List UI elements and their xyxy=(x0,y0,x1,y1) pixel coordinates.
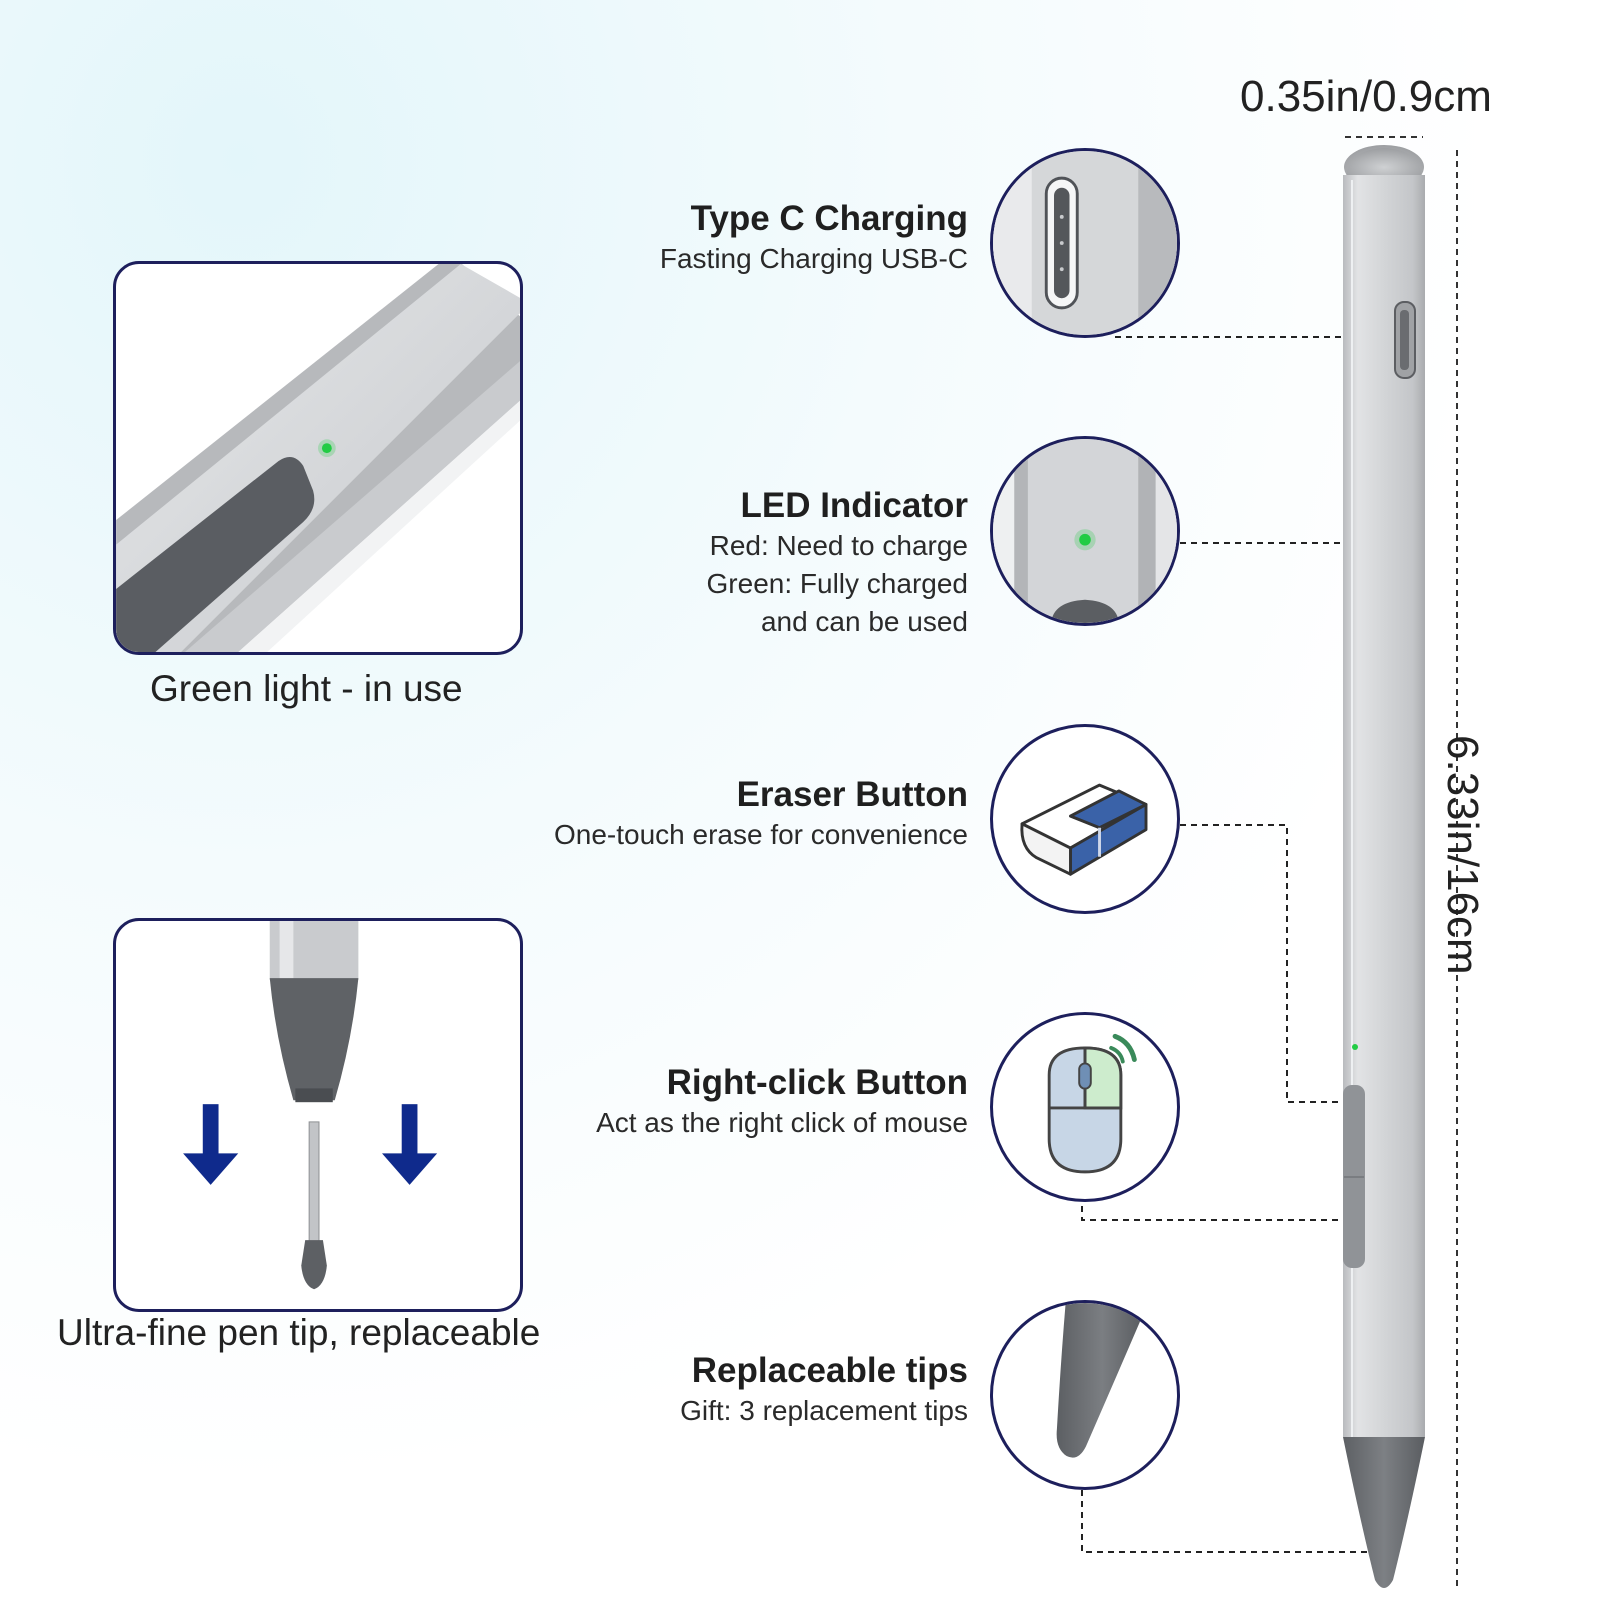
tip-replace-illustration xyxy=(183,921,438,1290)
feature-title: Replaceable tips xyxy=(691,1351,968,1390)
down-arrow-icon xyxy=(382,1104,438,1185)
feature-title: Type C Charging xyxy=(690,199,968,238)
feature-desc: Gift: 3 replacement tips xyxy=(680,1395,968,1426)
feature-desc: Fasting Charging USB-C xyxy=(659,243,968,274)
green-led-icon xyxy=(321,443,332,454)
led-light-icon xyxy=(993,439,1177,623)
feature-title: Eraser Button xyxy=(736,775,968,814)
eraser-icon xyxy=(1020,783,1148,876)
width-label: 0.35in/0.9cm xyxy=(1240,72,1492,121)
pen-tip-icon xyxy=(1056,1303,1148,1458)
barrel-led xyxy=(1352,1044,1358,1050)
usb-c-port-icon xyxy=(993,151,1177,335)
led-panel-caption: Green light - in use xyxy=(150,668,463,709)
feature-desc: Act as the right click of mouse xyxy=(596,1107,968,1138)
feature-desc: Red: Need to charge xyxy=(709,530,968,561)
leader-eraser xyxy=(1180,824,1343,1103)
led-closeup-panel xyxy=(113,261,523,655)
feature-type-c: Type C Charging Fasting Charging USB-C xyxy=(660,198,968,278)
right-click-circle xyxy=(990,1012,1180,1202)
feature-eraser: Eraser Button One-touch erase for conven… xyxy=(554,774,968,854)
feature-title: LED Indicator xyxy=(740,486,968,525)
feature-led: LED Indicator Red: Need to charge Green:… xyxy=(707,485,968,641)
feature-desc: One-touch erase for convenience xyxy=(553,819,968,850)
length-label: 6.33in/16cm xyxy=(1438,735,1487,975)
down-arrow-icon xyxy=(183,1104,239,1185)
feature-right-click: Right-click Button Act as the right clic… xyxy=(596,1062,968,1142)
leader-tip xyxy=(1081,1490,1367,1553)
stylus-pen xyxy=(1343,145,1425,1588)
replaceable-tips-circle xyxy=(990,1300,1180,1490)
feature-replaceable-tips: Replaceable tips Gift: 3 replacement tip… xyxy=(680,1350,968,1430)
feature-desc: and can be used xyxy=(760,606,968,637)
eraser-circle xyxy=(990,724,1180,914)
leader-led xyxy=(1180,542,1356,1045)
pen-tip xyxy=(1343,1437,1425,1588)
mouse-icon xyxy=(1047,1033,1137,1174)
tip-replace-panel xyxy=(113,918,523,1312)
feature-desc: Green: Fully charged xyxy=(706,568,968,599)
tip-panel-caption: Ultra-fine pen tip, replaceable xyxy=(57,1312,541,1353)
leader-right-click xyxy=(1081,1195,1343,1221)
led-closeup-illustration xyxy=(116,264,520,652)
feature-title: Right-click Button xyxy=(666,1063,968,1102)
type-c-circle xyxy=(990,148,1180,338)
led-circle xyxy=(990,436,1180,626)
